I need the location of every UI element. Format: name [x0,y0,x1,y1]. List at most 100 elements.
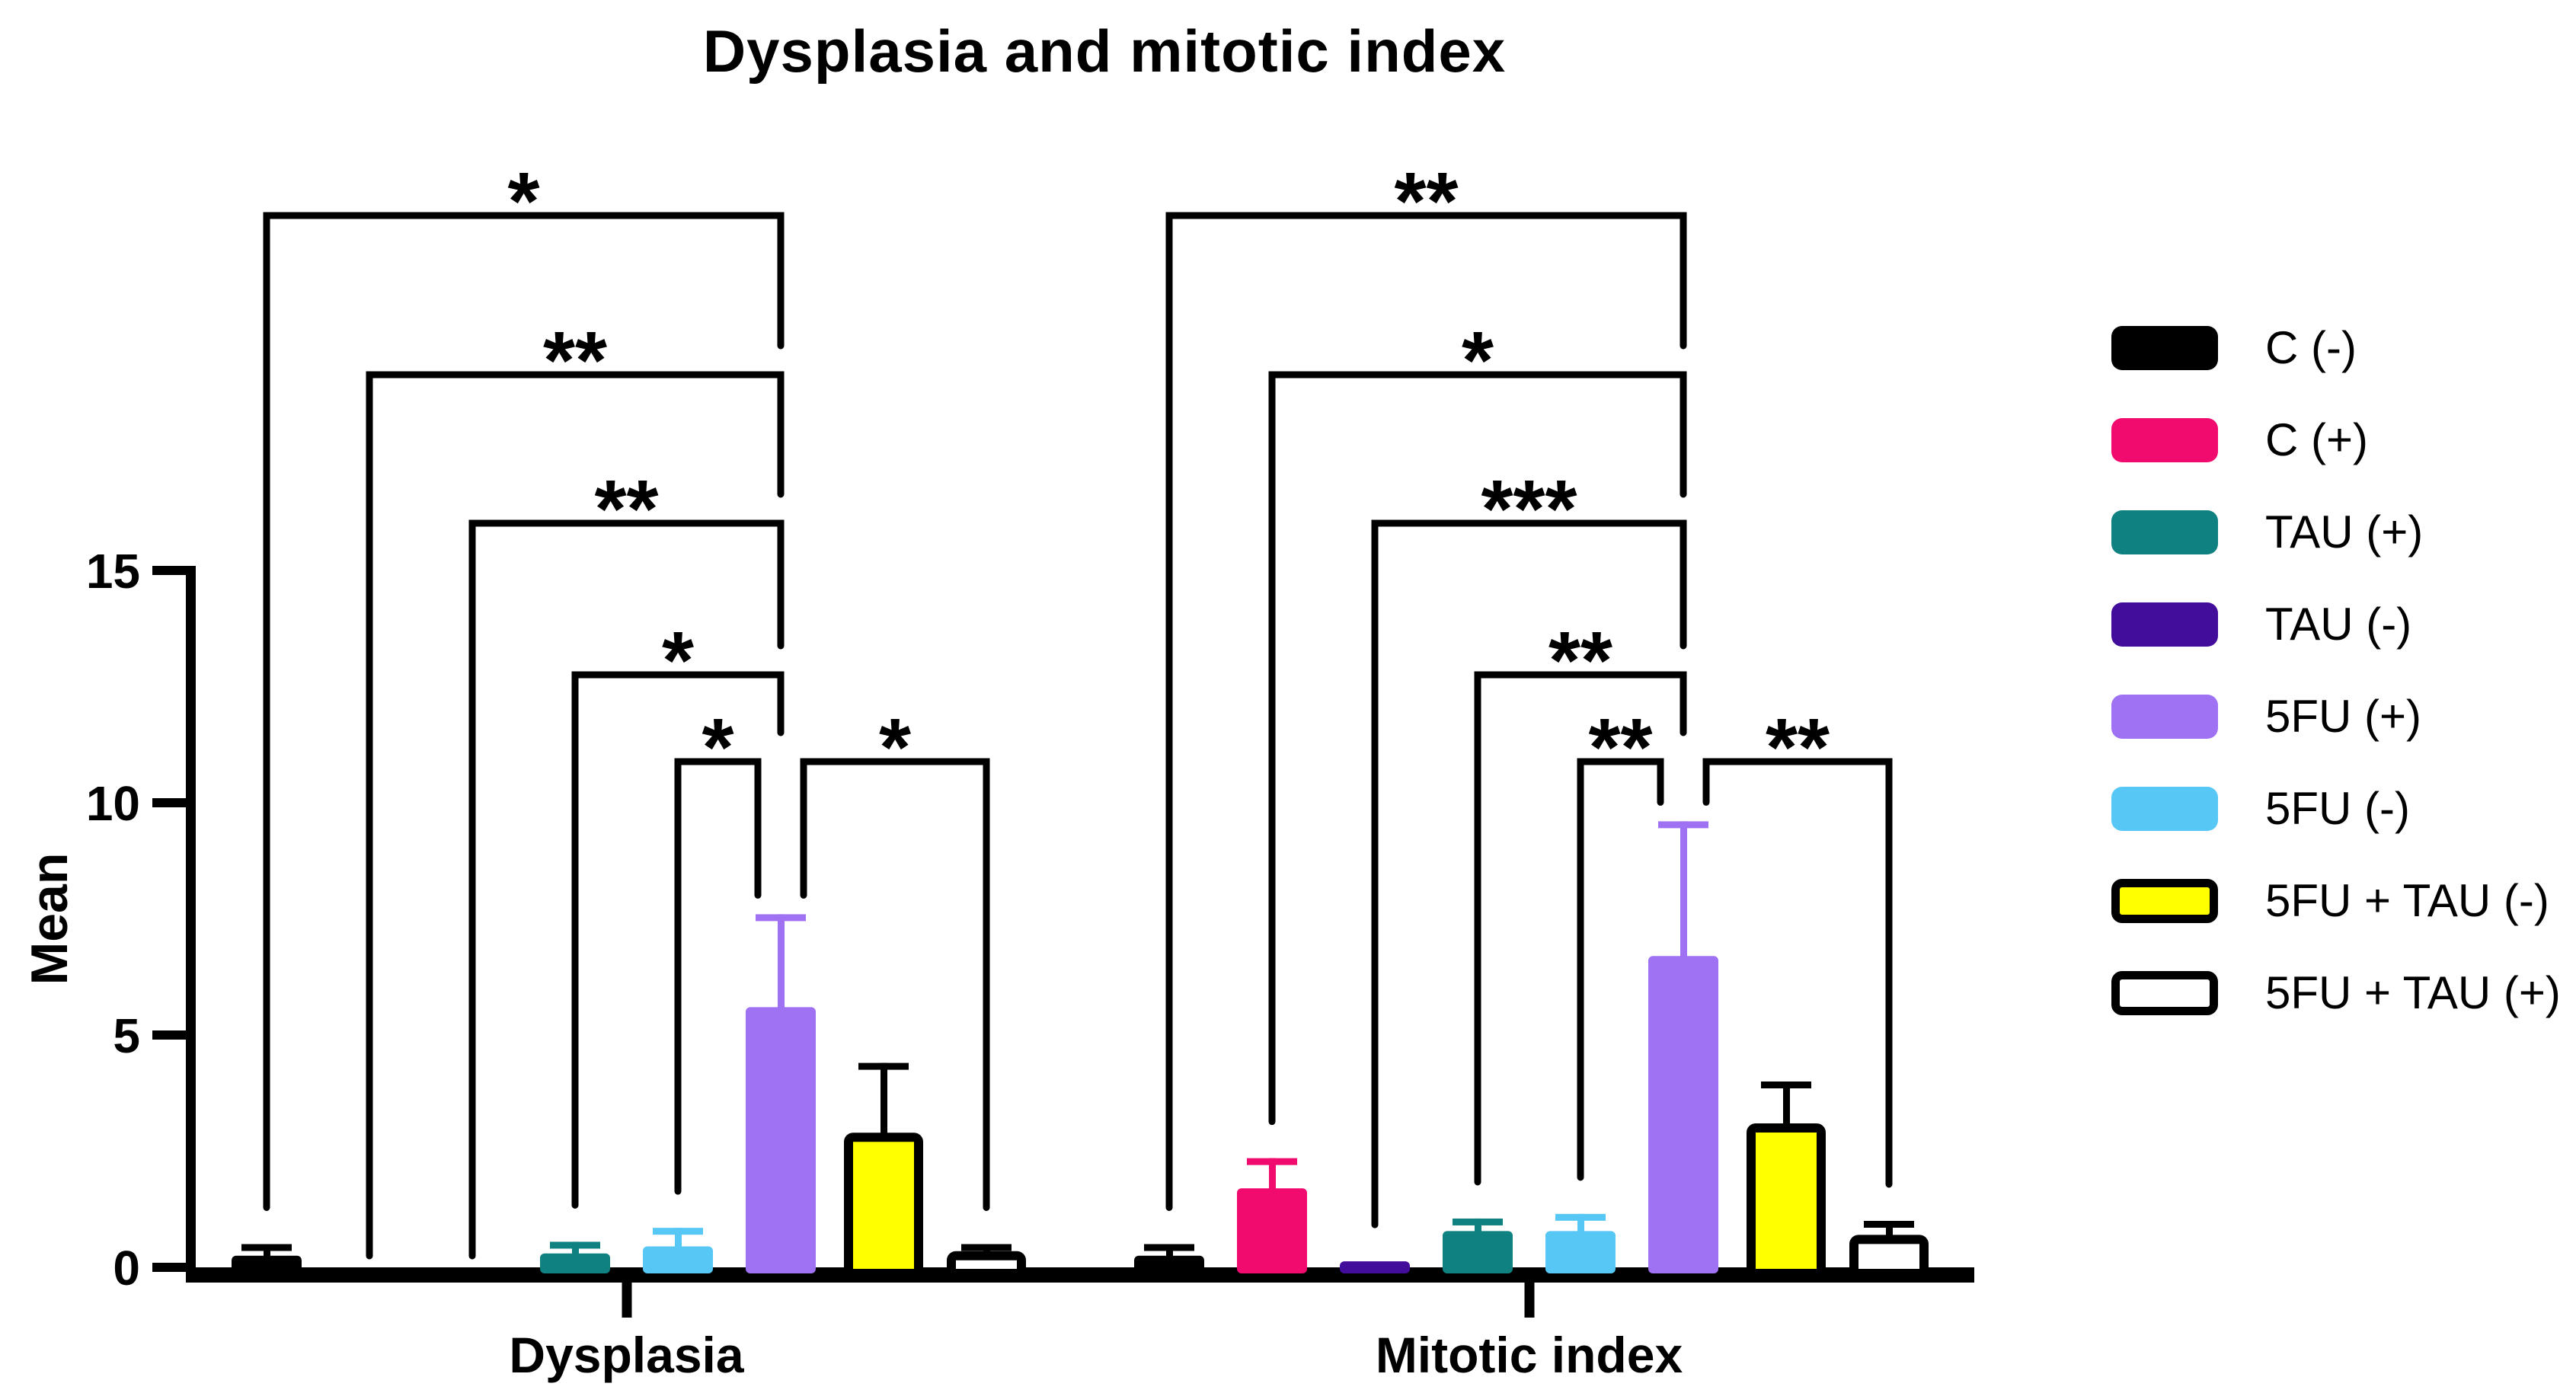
legend-swatch-c [2111,418,2218,462]
legend-item-5fu: 5FU (-) [2111,783,2561,834]
error-cap-5fu-tau-dysplasia [961,1244,1012,1251]
bar-5fu-dysplasia [746,1007,816,1273]
sig-mitotic-index-5fu-vs-5fu-tau-bracket [1702,758,1893,1188]
bar-5fu-tau-dysplasia [947,1251,1026,1278]
error-stem-c-mitotic-index [1166,1244,1173,1260]
bar-5fu-mitotic-index [1648,956,1718,1273]
sig-mitotic-index-c-vs-5fu-bracket [1268,371,1687,1126]
sig-dysplasia-5fu-vs-5fu-tau-stars: * [879,701,911,793]
y-axis-line [186,566,196,1283]
sig-mitotic-index-tau-vs-5fu-stars: ** [1548,614,1612,706]
y-tick-label-5: 5 [113,1008,140,1063]
sig-dysplasia-c-vs-5fu-bracket [366,371,785,1260]
legend-item-tau: TAU (-) [2111,602,2561,647]
legend-item-5fu-tau: 5FU + TAU (-) [2111,875,2561,926]
y-tick-15 [152,566,186,575]
error-cap-5fu-tau-mitotic-index [1761,1081,1811,1088]
legend-item-tau: TAU (+) [2111,510,2561,555]
sig-mitotic-index-c-vs-5fu-stars: * [1462,314,1494,406]
error-stem-5fu-dysplasia [778,914,785,1012]
sig-mitotic-index-5fu-vs-5fu-stars: ** [1588,701,1652,793]
sig-dysplasia-c-vs-5fu-stars: * [507,155,539,247]
y-axis-title: Mean [21,853,78,986]
legend-label-5fu: 5FU (-) [2265,783,2410,834]
error-stem-5fu-mitotic-index [1577,1213,1584,1236]
legend-swatch-tau [2111,510,2218,554]
bar-c-mitotic-index [1237,1188,1307,1273]
error-cap-5fu-tau-dysplasia [858,1062,909,1070]
error-cap-c-dysplasia [241,1244,292,1251]
legend-swatch-5fu-tau [2111,879,2218,923]
bar-5fu-tau-dysplasia [844,1133,923,1278]
error-cap-5fu-dysplasia [653,1228,703,1235]
chart-title: Dysplasia and mitotic index [702,18,1507,85]
bar-5fu-dysplasia [643,1246,713,1273]
sig-mitotic-index-tau-vs-5fu-bracket [1474,671,1687,1186]
error-cap-c-mitotic-index [1144,1244,1194,1251]
y-tick-0 [152,1263,186,1272]
bar-tau-dysplasia [540,1253,610,1273]
error-stem-tau-dysplasia [572,1241,579,1258]
legend-item-5fu: 5FU (+) [2111,691,2561,742]
legend-label-c: C (+) [2265,414,2368,465]
bar-5fu-tau-mitotic-index [1747,1123,1826,1278]
bar-c-dysplasia [232,1255,302,1273]
legend-item-c: C (+) [2111,414,2561,465]
sig-dysplasia-5fu-vs-5fu-stars: * [702,701,733,793]
legend-swatch-tau [2111,602,2218,647]
error-stem-5fu-tau-mitotic-index [1886,1221,1893,1244]
legend-label-5fu-tau: 5FU + TAU (-) [2265,875,2549,926]
bar-tau-mitotic-index [1443,1231,1513,1273]
legend-swatch-5fu [2111,787,2218,831]
bar-c-mitotic-index [1134,1255,1204,1273]
sig-dysplasia-tau-vs-5fu-bracket [468,519,785,1260]
error-cap-5fu-dysplasia [756,914,806,922]
sig-dysplasia-tau-vs-5fu-bracket [571,671,785,1209]
legend-label-5fu-tau: 5FU + TAU (+) [2265,967,2561,1018]
sig-mitotic-index-tau-vs-5fu-stars: *** [1481,462,1577,554]
sig-dysplasia-tau-vs-5fu-stars: ** [594,462,658,554]
y-tick-10 [152,798,186,807]
error-stem-c-dysplasia [264,1244,270,1260]
legend-swatch-5fu [2111,695,2218,739]
error-cap-5fu-mitotic-index [1555,1213,1606,1221]
legend-item-c: C (-) [2111,322,2561,373]
sig-mitotic-index-5fu-vs-5fu-tau-stars: ** [1766,701,1830,793]
error-stem-c-mitotic-index [1269,1158,1276,1193]
sig-dysplasia-tau-vs-5fu-stars: * [662,614,694,706]
sig-mitotic-index-c-vs-5fu-stars: ** [1394,155,1458,247]
legend-item-5fu-tau: 5FU + TAU (+) [2111,967,2561,1018]
x-group-tick-mitotic-index [1524,1283,1535,1318]
sig-dysplasia-c-vs-5fu-bracket [263,212,785,1211]
error-cap-5fu-mitotic-index [1658,821,1708,829]
sig-dysplasia-5fu-vs-5fu-tau-bracket [800,758,990,1211]
legend-label-c: C (-) [2265,322,2357,373]
x-group-label-mitotic-index: Mitotic index [1376,1327,1683,1383]
error-stem-5fu-tau-dysplasia [881,1062,887,1142]
error-cap-tau-mitotic-index [1453,1218,1503,1225]
sig-mitotic-index-5fu-vs-5fu-bracket [1577,758,1664,1181]
bar-tau-mitotic-index [1340,1261,1410,1273]
y-tick-label-15: 15 [86,544,140,599]
error-cap-5fu-tau-mitotic-index [1864,1221,1914,1228]
error-stem-5fu-mitotic-index [1680,821,1687,961]
error-cap-c-mitotic-index [1247,1158,1297,1165]
legend-swatch-5fu-tau [2111,971,2218,1015]
error-stem-5fu-tau-mitotic-index [1783,1081,1790,1133]
y-tick-label-10: 10 [86,776,140,831]
legend-label-5fu: 5FU (+) [2265,691,2422,742]
sig-mitotic-index-tau-vs-5fu-bracket [1371,519,1687,1228]
legend-label-tau: TAU (-) [2265,599,2412,650]
error-stem-5fu-dysplasia [675,1228,682,1251]
x-baseline [186,1267,1974,1283]
x-group-label-dysplasia: Dysplasia [509,1327,744,1383]
bar-5fu-mitotic-index [1545,1231,1616,1273]
x-group-tick-dysplasia [622,1283,632,1318]
error-cap-tau-dysplasia [550,1241,600,1249]
sig-mitotic-index-c-vs-5fu-bracket [1165,212,1687,1211]
y-tick-label-0: 0 [113,1241,140,1296]
sig-dysplasia-c-vs-5fu-stars: ** [543,314,607,406]
legend: C (-) C (+) TAU (+) TAU (-) 5FU (+) 5FU (-) 5F… [2111,322,2561,1063]
y-tick-5 [152,1030,186,1040]
